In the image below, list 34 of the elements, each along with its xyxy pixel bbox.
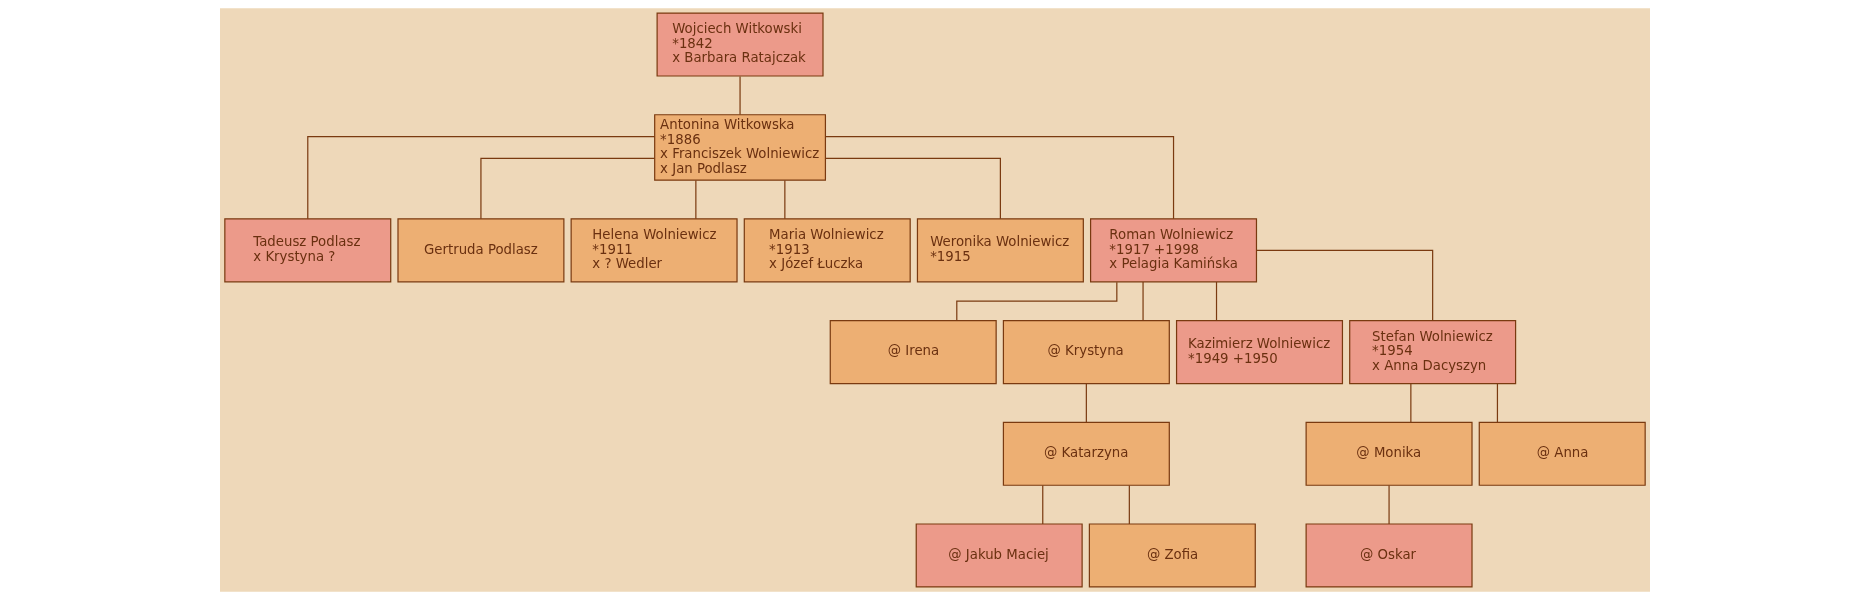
node-box: Gertruda Podlasz xyxy=(397,218,565,283)
connector xyxy=(739,75,741,115)
node-box: Antonina Witkowska *1886 x Franciszek Wolniewicz x Jan Podlasz xyxy=(654,114,827,181)
connector xyxy=(1256,249,1434,322)
connector xyxy=(1042,484,1044,525)
connector xyxy=(825,135,1175,220)
connector xyxy=(825,157,1001,220)
node-box: @ Katarzyna xyxy=(1002,421,1170,486)
node-box: @ Krystyna xyxy=(1002,319,1170,385)
node-box: Wojciech Witkowski *1842 x Barbara Ratajczak xyxy=(656,12,824,77)
connector xyxy=(1085,383,1087,423)
connector xyxy=(1496,383,1499,423)
node-box: @ Zofia xyxy=(1088,523,1256,588)
node-box: @ Monika xyxy=(1305,421,1473,486)
connector xyxy=(1410,383,1412,423)
node-box: Helena Wolniewicz *1911 x ? Wedler xyxy=(570,218,738,283)
connector xyxy=(307,135,656,220)
node-box: @ Jakub Maciej xyxy=(915,523,1083,588)
node-box: Kazimierz Wolniewicz *1949 +1950 xyxy=(1175,319,1344,385)
connector xyxy=(784,179,786,220)
connector xyxy=(1388,484,1390,525)
node-box: Maria Wolniewicz *1913 x Józef Łuczka xyxy=(743,218,911,283)
node-box: @ Oskar xyxy=(1305,523,1473,588)
connector xyxy=(1215,281,1218,322)
connector xyxy=(1142,281,1144,322)
node-box: @ Anna xyxy=(1478,421,1646,486)
node-box: Roman Wolniewicz *1917 +1998 x Pelagia Kamińska xyxy=(1090,218,1258,283)
connector xyxy=(480,157,656,220)
connector xyxy=(695,179,697,220)
node-box: Tadeusz Podlasz x Krystyna ? xyxy=(224,218,392,283)
connector xyxy=(1128,484,1130,525)
node-box: Weronika Wolniewicz *1915 xyxy=(916,218,1084,283)
node-box: @ Irena xyxy=(829,319,997,385)
node-box: Stefan Wolniewicz *1954 x Anna Dacyszyn xyxy=(1349,319,1517,385)
